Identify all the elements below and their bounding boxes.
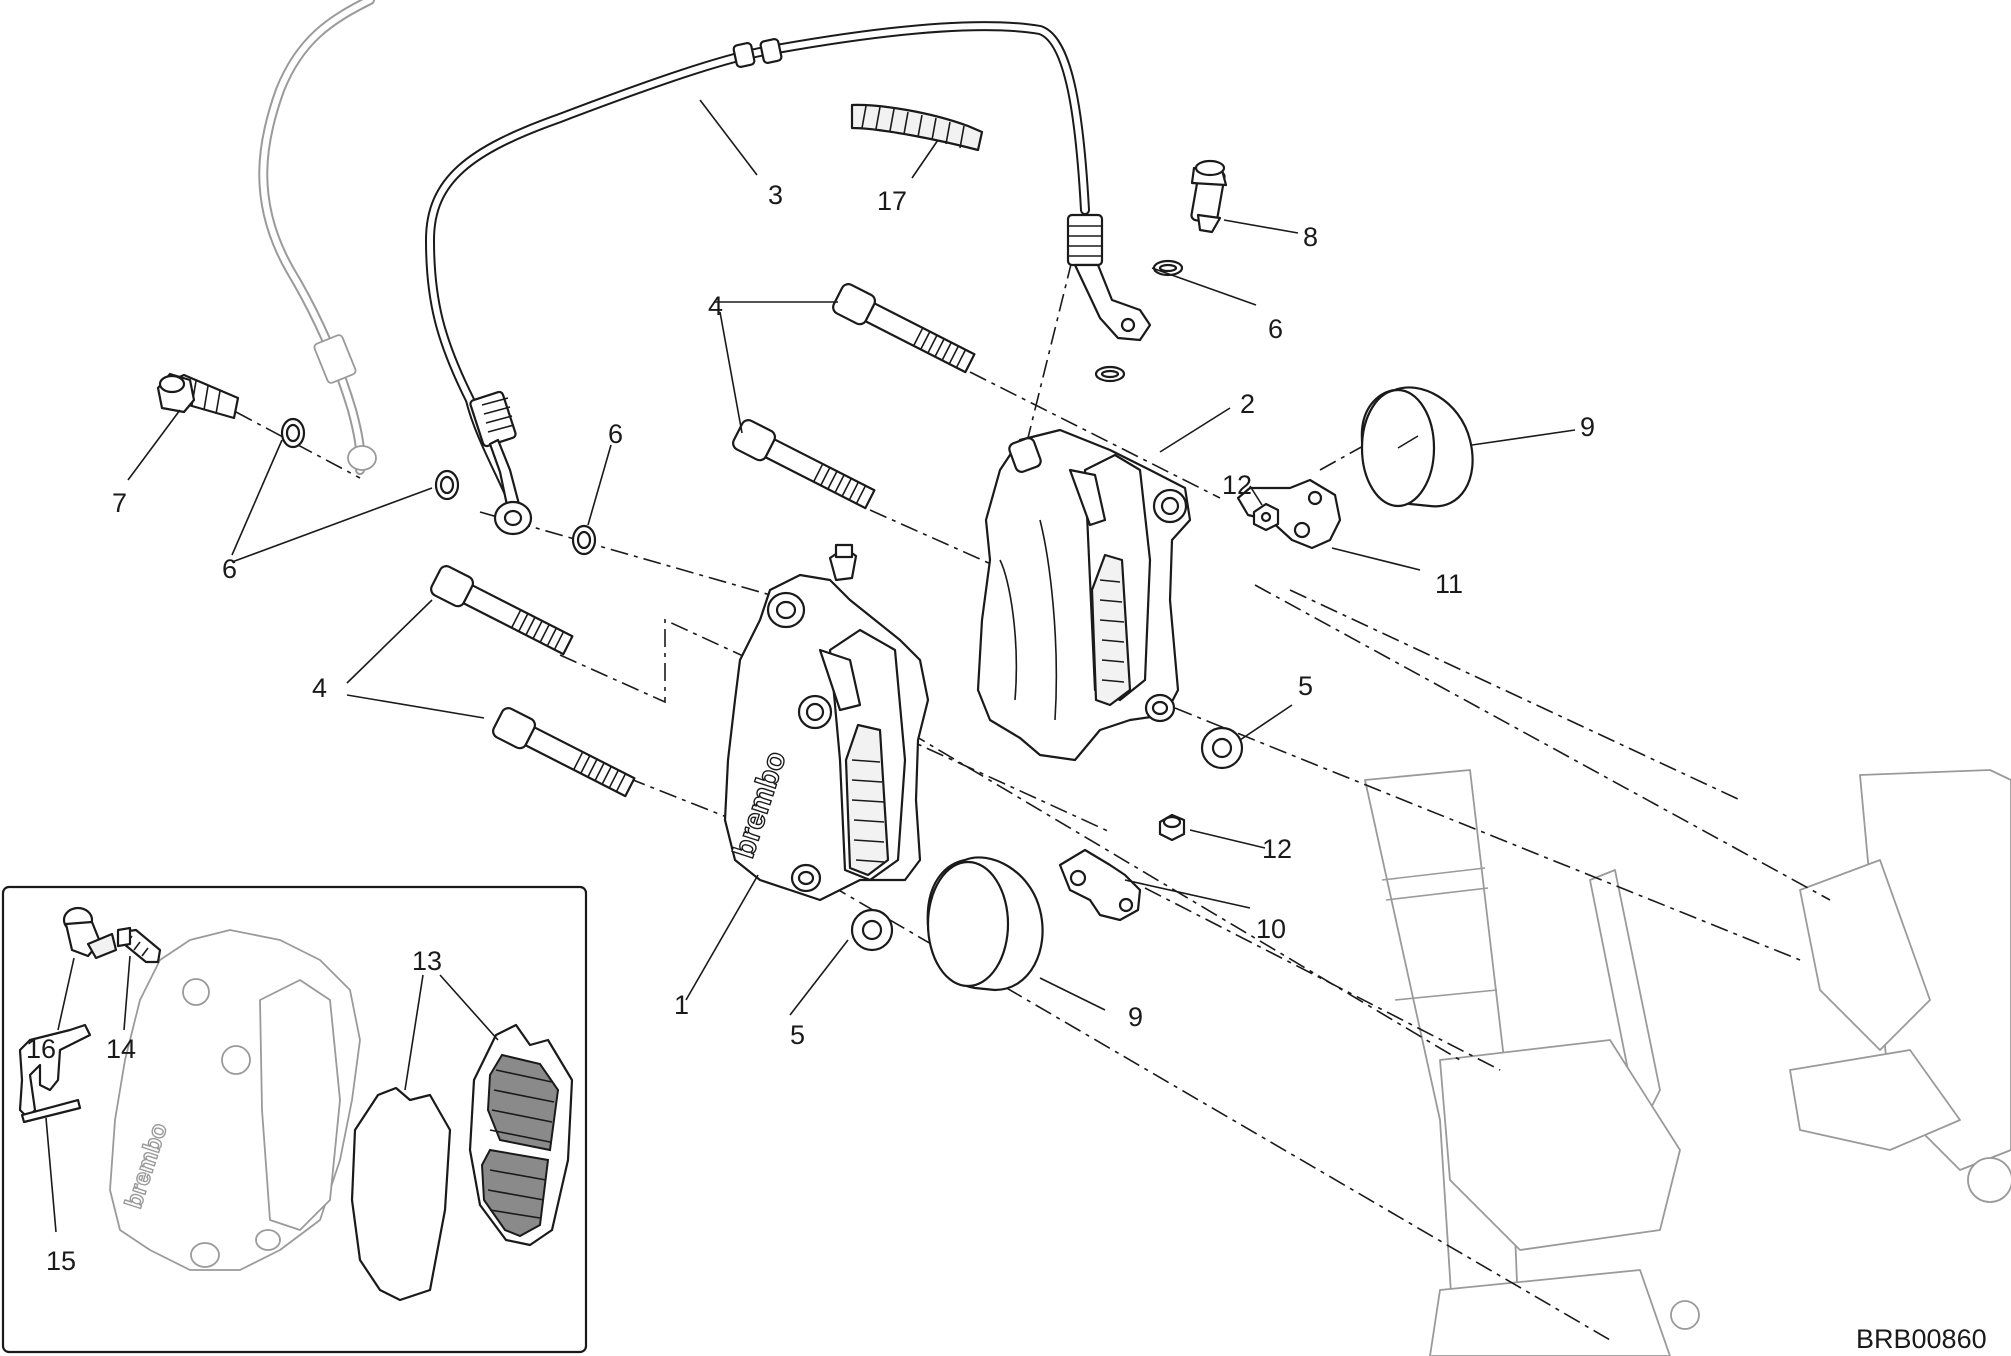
protective-sleeve-part-17 [850, 103, 984, 152]
bracket-part-10 [1058, 848, 1142, 922]
bracket-part-11 [1236, 478, 1342, 550]
callout-10: 10 [1256, 914, 1286, 944]
callout-12-bottom: 12 [1262, 834, 1292, 864]
callout-9-bottom: 9 [1128, 1002, 1143, 1032]
callout-6-left: 6 [222, 554, 237, 584]
caliper-bolts-part-4 [430, 283, 976, 798]
covers-part-9 [926, 386, 1474, 992]
callout-5-right: 5 [1298, 671, 1313, 701]
callout-6-top-right: 6 [1268, 314, 1283, 344]
washers-part-6 [280, 259, 1184, 556]
spacers-part-5 [850, 726, 1244, 952]
banjo-bolt-part-7 [156, 372, 240, 420]
callout-16: 16 [26, 1034, 56, 1064]
callout-12-top: 12 [1222, 470, 1252, 500]
bleed-screw-part-14 [116, 926, 162, 964]
brake-pads-part-13 [350, 1023, 574, 1302]
diagram-code: BRB00860 [1856, 1324, 1987, 1354]
detail-inset: brembo [1, 885, 588, 1354]
callout-13: 13 [412, 946, 442, 976]
callout-14: 14 [106, 1034, 136, 1064]
upper-hose-ghost [258, 0, 377, 475]
callout-3: 3 [768, 180, 783, 210]
brake-hose-part-3 [425, 21, 1152, 536]
callout-1: 1 [674, 990, 689, 1020]
callout-labels: 1 2 3 4 4 5 5 6 6 6 7 8 9 9 10 11 12 12 … [26, 180, 1595, 1276]
callout-5-left: 5 [790, 1020, 805, 1050]
callout-17: 17 [877, 186, 907, 216]
callout-6-mid: 6 [608, 419, 623, 449]
callout-4-left: 4 [312, 673, 327, 703]
pad-spring-part-15 [18, 1023, 92, 1124]
callout-4-top: 4 [708, 291, 723, 321]
bleed-cap-part-16 [62, 906, 118, 960]
callout-15: 15 [46, 1246, 76, 1276]
callout-9-top: 9 [1580, 412, 1595, 442]
brake-caliper-left-part-1: brembo [723, 543, 930, 902]
callout-8: 8 [1303, 222, 1318, 252]
callout-11: 11 [1435, 569, 1463, 599]
fork-leg-ghost [1364, 769, 1700, 1356]
brake-caliper-right-part-2 [976, 428, 1192, 762]
callout-2: 2 [1240, 389, 1255, 419]
fork-leg-right-ghost [1789, 769, 2011, 1203]
leader-lines [127, 99, 1576, 1016]
nuts-part-12 [1158, 502, 1280, 842]
union-bolt-part-8 [1190, 159, 1228, 234]
callout-7: 7 [112, 488, 127, 518]
